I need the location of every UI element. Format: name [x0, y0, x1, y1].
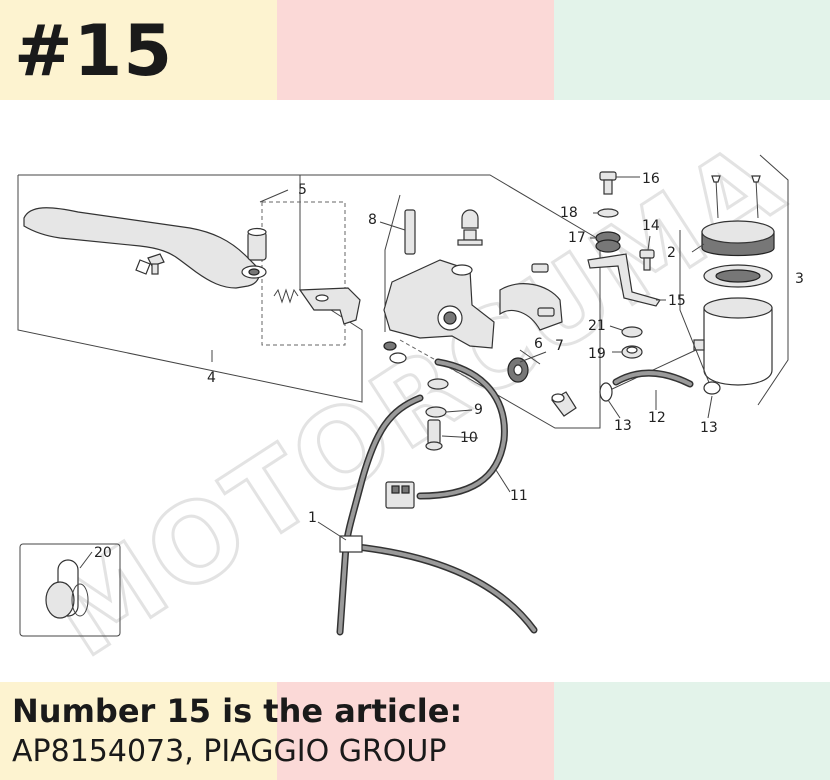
caption-band — [0, 682, 830, 780]
callout-16: 16 — [642, 171, 660, 187]
lever-pin — [241, 227, 267, 279]
reservoir-screws — [711, 175, 761, 219]
reservoir-hose-12 — [612, 369, 694, 388]
banjo-bolt-10 — [425, 419, 443, 451]
header-band-pink — [277, 0, 554, 100]
callout-5: 5 — [298, 182, 307, 198]
master-cylinder-body — [383, 259, 495, 349]
caption-band-yellow — [0, 682, 277, 780]
handlebar-clamp — [499, 283, 563, 331]
bracket-bolt-14 — [639, 249, 655, 271]
washer-18 — [597, 208, 619, 218]
callout-10: 10 — [460, 430, 478, 446]
callout-17: 17 — [568, 230, 586, 246]
bracket-screw-16 — [599, 171, 617, 195]
callout-7: 7 — [555, 338, 564, 354]
part-number-title: #15 — [14, 10, 174, 92]
callout-13-left: 13 — [614, 418, 632, 434]
header-band-green — [554, 0, 830, 100]
adjuster-bracket — [298, 287, 361, 325]
fluid-reservoir — [693, 297, 773, 386]
callout-14: 14 — [642, 218, 660, 234]
callout-15: 15 — [668, 293, 686, 309]
bushing-19 — [621, 345, 643, 359]
callout-19: 19 — [588, 346, 606, 362]
callout-6: 6 — [534, 336, 543, 352]
callout-9: 9 — [474, 402, 483, 418]
clamp-screws — [531, 263, 555, 317]
reservoir-diaphragm — [703, 264, 773, 288]
callout-11: 11 — [510, 488, 528, 504]
reservoir-cap — [701, 220, 775, 257]
inset-detail-20 — [19, 543, 121, 637]
hose-clamp-left-13 — [599, 382, 613, 402]
body-fittings — [383, 341, 407, 364]
callout-8: 8 — [368, 212, 377, 228]
caption-heading: Number 15 is the article: — [12, 692, 463, 730]
caption-band-green — [554, 682, 830, 780]
lever-assembly-outline — [17, 174, 363, 403]
header-band — [0, 0, 830, 100]
switch-cap — [457, 209, 483, 246]
exploded-parts-diagram: MOTORCUMA — [17, 117, 807, 682]
brake-lever — [23, 207, 261, 289]
spacer-17 — [595, 231, 621, 253]
callout-18: 18 — [560, 205, 578, 221]
callout-2: 2 — [667, 245, 676, 261]
leader-lines — [79, 176, 713, 569]
callout-13-right: 13 — [700, 420, 718, 436]
reservoir-hose-grommet — [507, 357, 529, 383]
callout-1: 1 — [308, 510, 317, 526]
adjuster-spring — [273, 288, 299, 304]
switch-cable — [385, 358, 508, 509]
callout-4: 4 — [207, 370, 216, 386]
reservoir-bracket-15 — [587, 253, 661, 307]
caption-band-pink — [277, 682, 554, 780]
callout-20: 20 — [94, 545, 112, 561]
push-rod — [404, 209, 416, 255]
header-band-yellow — [0, 0, 277, 100]
callout-labels: 1 2 3 4 5 6 7 8 9 10 11 12 13 13 14 15 1… — [94, 171, 804, 561]
bushing-21 — [621, 326, 643, 338]
callout-21: 21 — [588, 318, 606, 334]
caption-article-number: AP8154073, PIAGGIO GROUP — [12, 734, 447, 769]
callout-3: 3 — [795, 271, 804, 287]
hose-clamp-right-13 — [703, 381, 721, 395]
hose-elbow-fitting — [551, 391, 577, 417]
lever-bolt — [147, 253, 165, 275]
callout-12: 12 — [648, 410, 666, 426]
brake-hose — [336, 394, 538, 636]
banjo-washer-9 — [425, 378, 449, 418]
